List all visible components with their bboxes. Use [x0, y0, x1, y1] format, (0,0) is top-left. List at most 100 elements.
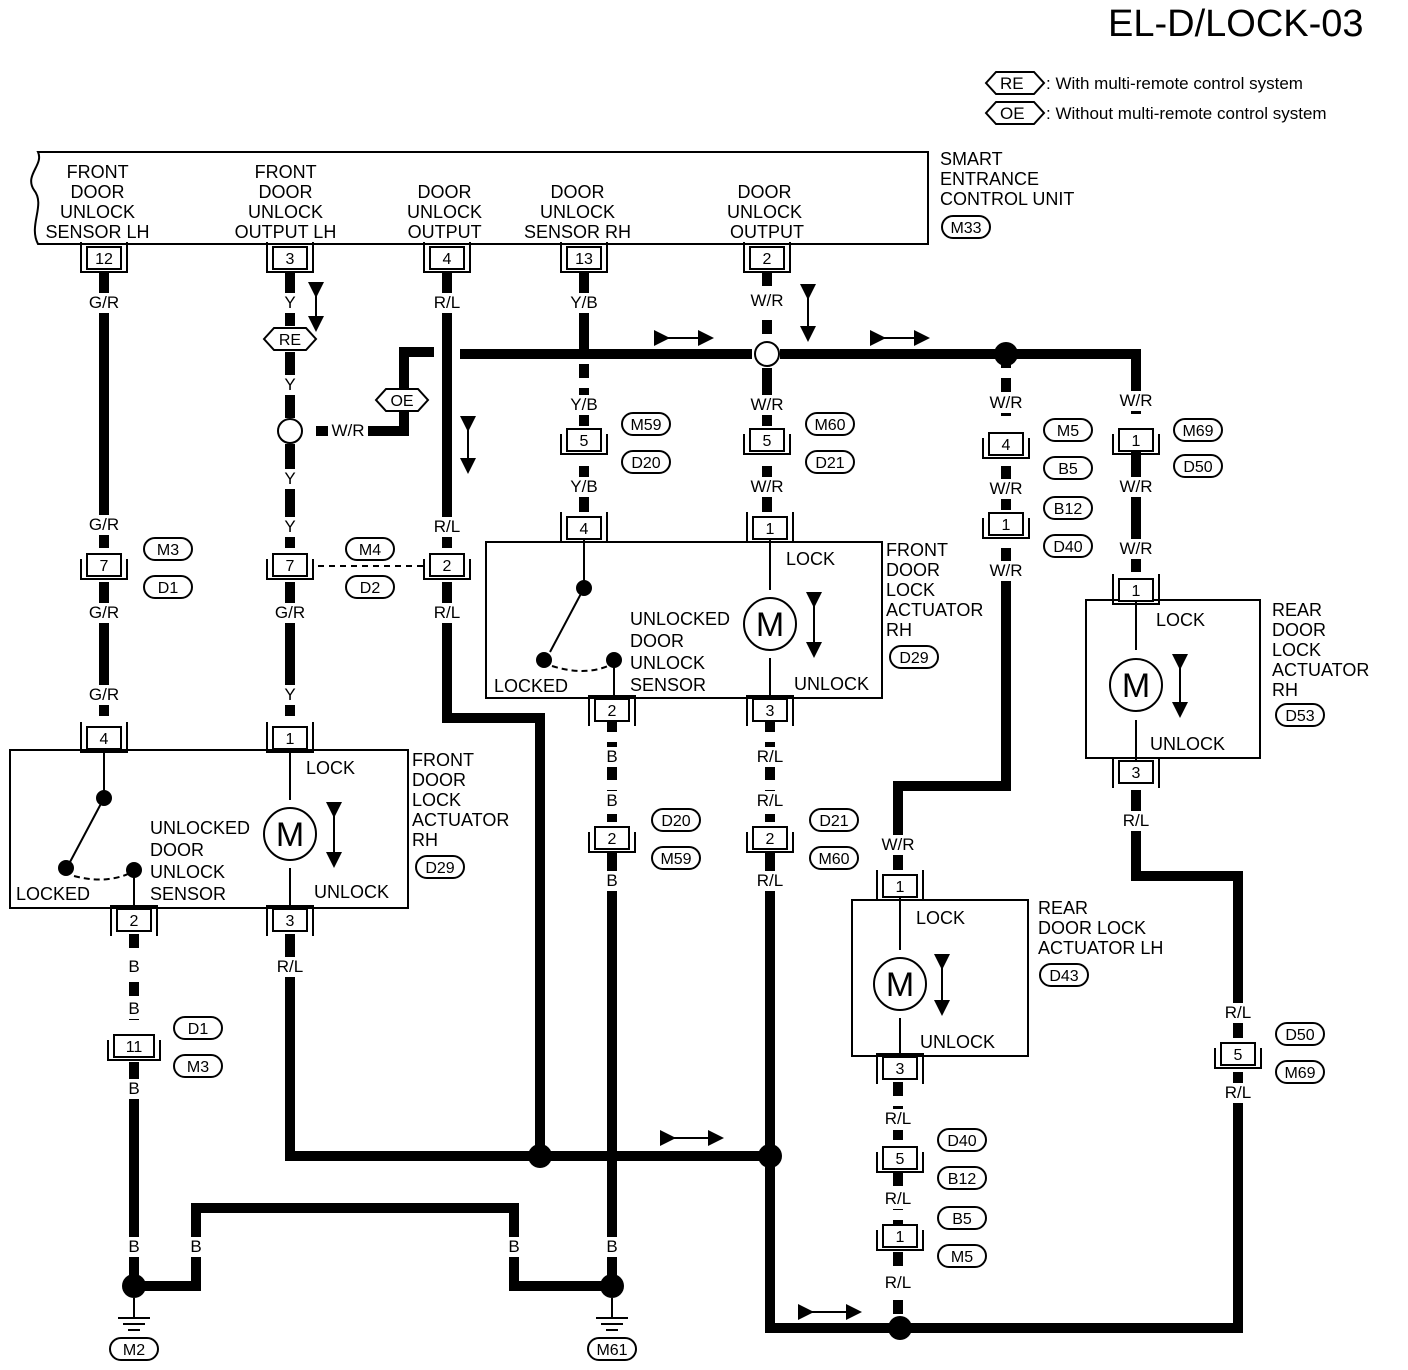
pin-number: 2: [763, 251, 772, 268]
sensor-label: UNLOCK: [150, 862, 225, 882]
pin-number: 1: [896, 879, 905, 896]
motor-label: M: [756, 606, 784, 644]
wire-label-background: [592, 791, 632, 811]
wire-color-label: B: [606, 871, 617, 890]
svg-text:FRONT DOOR UNLOCK: FRONT DOOR UNLOCK SENSOR LH FRONT DOOR U…: [45, 162, 807, 242]
connector-pin: 2: [588, 826, 636, 853]
wire-label-background: [592, 747, 632, 767]
sensor-label: SENSOR: [150, 884, 226, 904]
pin-number: 1: [896, 1229, 905, 1246]
actuator-name: LOCK: [886, 580, 935, 600]
re-option-tag: [984, 71, 1046, 95]
connector-pin: 3: [266, 242, 314, 273]
wire-color-label: G/R: [89, 293, 119, 312]
connector-code: D50: [1285, 1027, 1314, 1044]
pin-number: 12: [95, 251, 113, 268]
unlock-label: UNLOCK: [1150, 734, 1225, 754]
legend-re-text: : With multi-remote control system: [1046, 74, 1303, 93]
connector-code: M69: [1284, 1065, 1315, 1082]
wire-color-label: W/R: [750, 477, 783, 496]
connector-code-pill: D1: [143, 575, 193, 599]
legend-oe-code: OE: [1000, 104, 1025, 123]
wire-color-labels: G/RG/RG/RG/RYYYYG/RYW/RR/LR/LR/LY/BY/BY/…: [84, 291, 1258, 1293]
lock-label: LOCK: [786, 549, 835, 569]
connector-code: D21: [819, 813, 848, 830]
wire-color-label: R/L: [757, 871, 783, 890]
wire-color-label: Y: [284, 293, 295, 312]
connector-code-pill: D21: [805, 450, 855, 474]
pin-number: 3: [286, 913, 295, 930]
wire-color-label: W/R: [1119, 391, 1152, 410]
wire-label-background: [176, 1237, 216, 1257]
motor-label: M: [1122, 667, 1150, 705]
front-rh-actuator: M LOCK UNLOCK LOCKED UNLOCKED DOOR UNLOC…: [485, 534, 988, 702]
connector-code: M5: [1057, 423, 1079, 440]
actuator-name: ACTUATOR LH: [1038, 938, 1163, 958]
unit-terminal-label: UNLOCK: [540, 202, 615, 222]
connector-codes: M3D1M4D2M59D20M60D21M5B5B12D40M69D50D1M3…: [143, 412, 1325, 1268]
wire-label-background: [878, 835, 918, 855]
connector-code-pill: M69: [1173, 418, 1223, 442]
connector-code: M59: [630, 417, 661, 434]
rear-rh-actuator: M LOCK UNLOCK REAR DOOR LOCK ACTUATOR RH…: [1085, 598, 1369, 762]
wire-color-label: R/L: [434, 517, 460, 536]
wire-color-label: G/R: [89, 685, 119, 704]
pin-number: 1: [1132, 433, 1141, 450]
pin-number: 5: [580, 433, 589, 450]
wire-color-label: W/R: [750, 395, 783, 414]
legend-oe-text: : Without multi-remote control system: [1046, 104, 1327, 123]
pin-number: 2: [608, 831, 617, 848]
connector-code: D20: [661, 813, 690, 830]
actuator-name: RH: [412, 830, 438, 850]
connector-code-pill: B5: [1043, 456, 1093, 480]
connector-code: B12: [948, 1171, 977, 1188]
connector-code: B12: [1054, 501, 1083, 518]
unit-terminal-label: OUTPUT: [408, 222, 482, 242]
svg-text:FRONT DOOR LOCK: FRONT DOOR LOCK ACTUATOR RH: [412, 750, 514, 850]
wire-color-label: Y: [284, 469, 295, 488]
wire-color-label: R/L: [885, 1109, 911, 1128]
connector-code-pill: D2: [345, 575, 395, 599]
wire-label-background: [750, 791, 790, 811]
pin-number: 2: [443, 558, 452, 575]
pin-number: 3: [286, 251, 295, 268]
wire-color-label: W/R: [989, 561, 1022, 580]
page-title: EL-D/LOCK-03: [1108, 3, 1364, 45]
actuator-name: LOCK: [412, 790, 461, 810]
wire-label-background: [270, 469, 310, 489]
connector-pin: 2: [110, 905, 158, 936]
sensor-label: UNLOCK: [630, 653, 705, 673]
wire-label-background: [878, 1273, 918, 1293]
wire-color-label: R/L: [757, 791, 783, 810]
unit-terminal-label: DOOR: [258, 182, 312, 202]
svg-text:UNLOCKED DOOR UNLO: UNLOCKED DOOR UNLOCK SENSOR: [630, 609, 735, 695]
wire-label-background: [1218, 1003, 1258, 1023]
unit-terminal-label: UNLOCK: [407, 202, 482, 222]
connector-code: D40: [947, 1133, 976, 1150]
connector-pin: 11: [107, 1034, 161, 1061]
wire-color-label: B: [606, 1237, 617, 1256]
wire-label-background: [750, 747, 790, 767]
connector-pin: 1: [1112, 574, 1160, 605]
wire-color-label: B: [128, 1237, 139, 1256]
wire-color-label: B: [508, 1237, 519, 1256]
connector-pin: 1: [876, 870, 924, 901]
wire-label-background: [494, 1237, 534, 1257]
svg-text:FRONT DOOR LOCK: FRONT DOOR LOCK ACTUATOR RH: [886, 540, 988, 640]
ground-connector-pill: [109, 1337, 159, 1361]
unit-terminal-label: UNLOCK: [60, 202, 135, 222]
wire-color-label: B: [128, 999, 139, 1018]
actuator-connector-code: D43: [1049, 968, 1078, 985]
wire-label-background: [564, 477, 604, 497]
actuator-name: DOOR: [412, 770, 466, 790]
unit-terminal-label: OUTPUT LH: [235, 222, 337, 242]
connector-code-pill: B5: [937, 1206, 987, 1230]
wire-label-background: [564, 293, 604, 313]
actuator-name: ACTUATOR: [886, 600, 983, 620]
wire-label-background: [427, 517, 467, 537]
ground-code: M2: [123, 1342, 145, 1359]
oe-option-tag: [374, 388, 430, 412]
connector-code-pill: D50: [1275, 1022, 1325, 1046]
connector-code: D2: [360, 580, 381, 597]
pin-number: 3: [896, 1061, 905, 1078]
